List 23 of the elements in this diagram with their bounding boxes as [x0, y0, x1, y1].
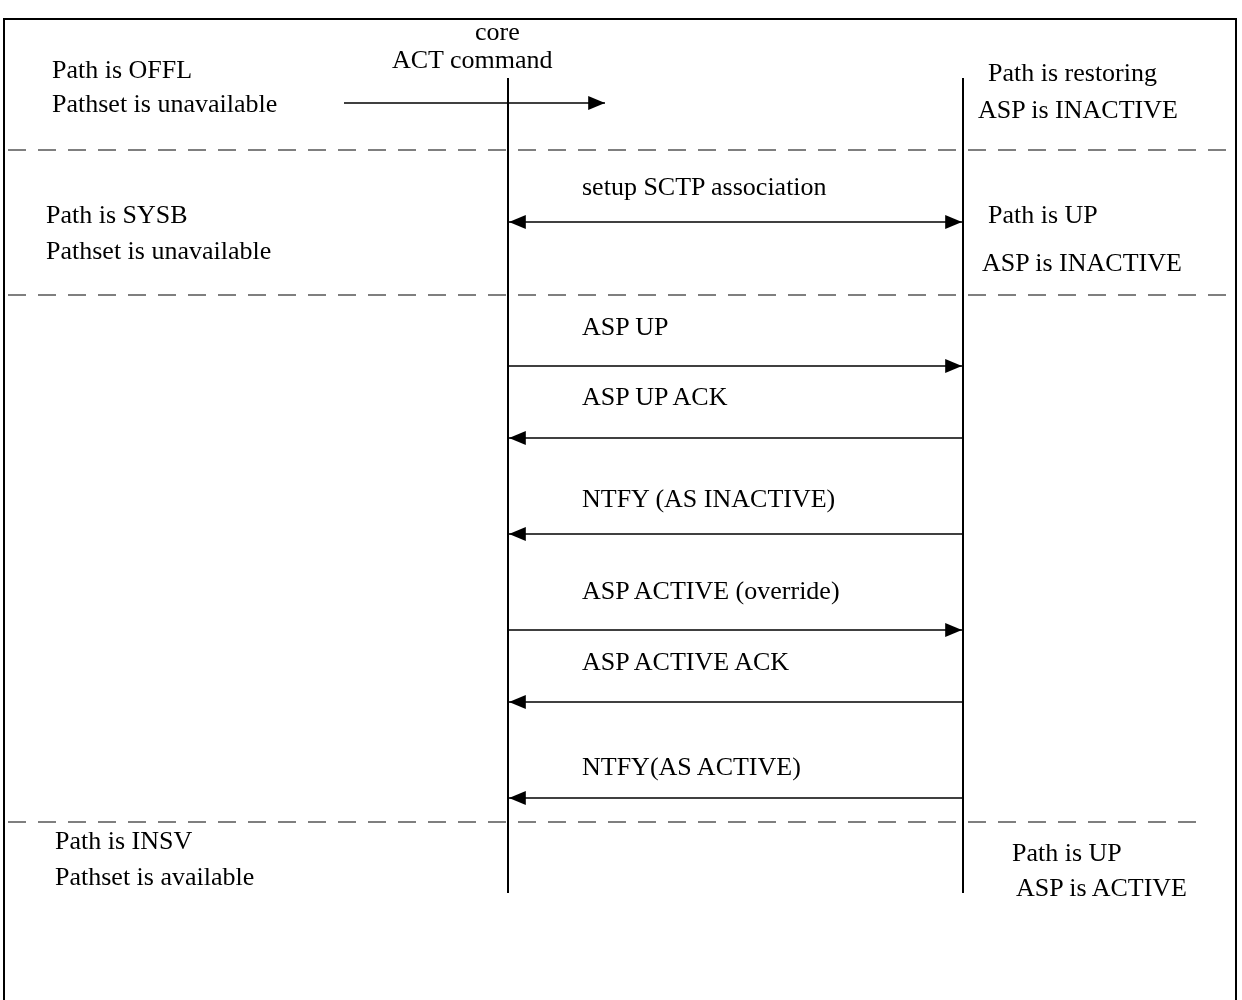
message-arrow — [508, 791, 963, 805]
state-text: Pathset is unavailable — [52, 89, 278, 119]
message-arrow — [508, 623, 963, 637]
message-arrow — [508, 695, 963, 709]
lifeline — [962, 78, 964, 893]
state-text: ASP is INACTIVE — [978, 95, 1178, 125]
message-arrow — [508, 215, 963, 229]
state-text: ASP is INACTIVE — [982, 248, 1182, 278]
state-text: Path is SYSB — [46, 200, 188, 230]
state-text: Pathset is unavailable — [46, 236, 272, 266]
state-text: Path is OFFL — [52, 55, 193, 85]
state-text: Path is UP — [1012, 838, 1122, 868]
state-text: ASP is ACTIVE — [1016, 873, 1187, 903]
message-arrow — [508, 431, 963, 445]
state-text: Path is INSV — [55, 826, 193, 856]
lifeline-header: core — [475, 17, 520, 47]
message-arrow — [508, 527, 963, 541]
state-text: Path is restoring — [988, 58, 1157, 88]
message-arrow — [343, 96, 606, 110]
message-arrow — [508, 359, 963, 373]
lifeline — [507, 78, 509, 893]
state-text: Path is UP — [988, 200, 1098, 230]
state-text: Pathset is available — [55, 862, 255, 892]
